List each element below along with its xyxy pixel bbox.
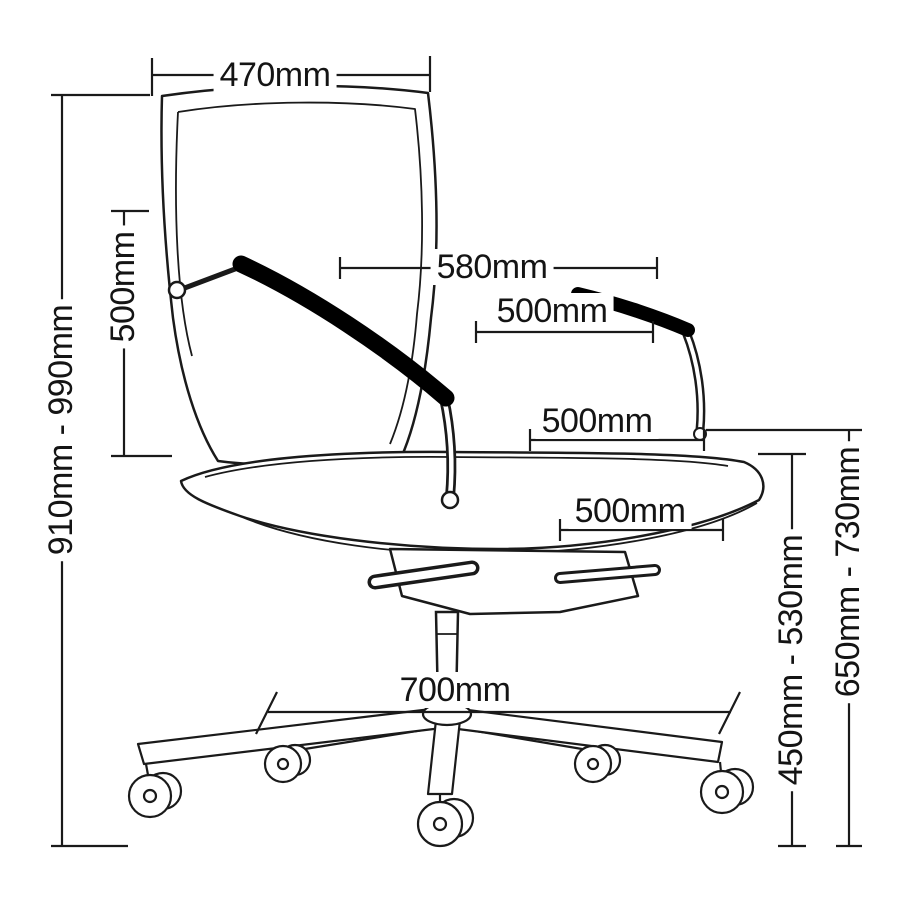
base-width-label: 700mm xyxy=(393,672,517,708)
dim-seat-width-line xyxy=(528,429,706,451)
caster-back-left xyxy=(263,743,312,784)
caster-front xyxy=(416,794,475,848)
backrest-height-label: 500mm xyxy=(104,225,142,349)
dim-seat-depth-line xyxy=(558,519,725,541)
seat-height-label: 450mm - 530mm xyxy=(772,528,810,792)
base xyxy=(136,701,724,796)
near-armrest-bottom-pivot xyxy=(440,490,460,510)
near-armrest-top-pivot xyxy=(167,280,187,300)
near-armrest-link xyxy=(179,263,246,292)
arm-height-label: 650mm - 730mm xyxy=(829,440,867,704)
backrest-width-label: 470mm xyxy=(213,57,337,93)
caster-right xyxy=(699,761,755,815)
dim-base-width-line xyxy=(255,691,741,735)
mechanism xyxy=(367,547,661,616)
backrest xyxy=(160,84,438,467)
leg-front xyxy=(426,718,462,796)
caster-left xyxy=(127,763,183,819)
arm-width-label: 580mm xyxy=(430,249,554,285)
arm-to-arm-label: 500mm xyxy=(490,293,614,329)
seat-width-label: 500mm xyxy=(535,403,659,439)
overall-height-label: 910mm - 990mm xyxy=(42,298,80,562)
near-armrest xyxy=(167,255,460,510)
dimension-lines xyxy=(51,56,862,848)
dim-arm-inner-line xyxy=(474,321,655,343)
seat-depth-label: 500mm xyxy=(568,493,692,529)
near-armrest-pad xyxy=(232,255,455,407)
casters xyxy=(127,743,755,848)
caster-back-right xyxy=(573,743,622,784)
